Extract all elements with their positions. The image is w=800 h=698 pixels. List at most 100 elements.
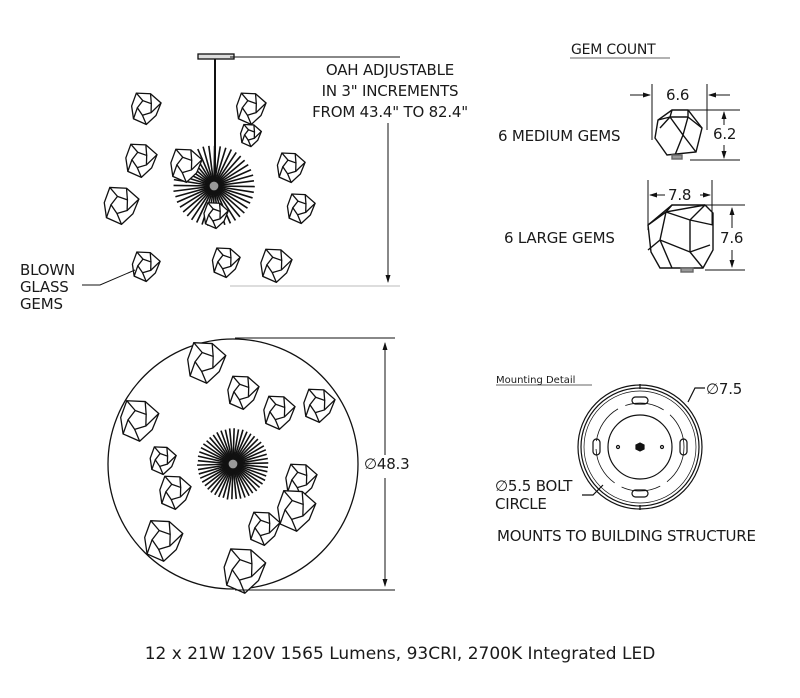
- gem-facet: [127, 409, 147, 431]
- gem-facet-edge: [253, 511, 262, 521]
- gem-facet-edge: [229, 248, 232, 258]
- gem-facet-edge: [232, 375, 241, 385]
- mounting-plate-drawing: [577, 384, 705, 510]
- gem-facet: [269, 403, 286, 421]
- gem-facet-edge: [301, 491, 304, 505]
- gem-outline: [263, 395, 296, 431]
- rod: [213, 185, 254, 194]
- gem-facet-edge: [181, 172, 187, 183]
- gem-facet-edge: [204, 214, 210, 225]
- oah-line-3: FROM 43.4" TO 82.4": [305, 102, 475, 123]
- gem-facet: [284, 499, 304, 521]
- medium-gem-width: 6.6: [666, 86, 690, 104]
- gem-facet-edge: [219, 210, 229, 220]
- glass-gem: [223, 548, 267, 594]
- rod: [173, 184, 215, 187]
- gem-facet-edge: [247, 376, 250, 388]
- gem-facet-edge: [212, 355, 227, 369]
- gem-facet-edge: [126, 198, 140, 211]
- gem-facet: [176, 156, 193, 174]
- gem-facet: [194, 351, 214, 373]
- rod: [213, 149, 233, 187]
- rod: [175, 185, 215, 198]
- gem-facet-edge: [305, 464, 308, 476]
- gem-facet-edge: [150, 102, 162, 114]
- glass-gem: [260, 248, 293, 284]
- gem-facet: [136, 99, 152, 116]
- rod: [179, 185, 215, 208]
- gem-facet-edge: [164, 475, 173, 485]
- gem-facet-edge: [145, 154, 158, 166]
- hub: [208, 180, 220, 192]
- rod: [213, 185, 255, 188]
- gem-facet-edge: [105, 204, 112, 218]
- rod: [232, 463, 254, 494]
- gem-facet-edge: [127, 159, 133, 172]
- gem-facet-edge: [305, 202, 316, 213]
- rod: [213, 185, 253, 199]
- gem-outline: [248, 511, 281, 547]
- gem-facet-edge: [145, 413, 160, 427]
- gem-facet-edge: [146, 539, 153, 555]
- gem-facet-edge: [109, 187, 118, 197]
- canopy: [197, 53, 235, 60]
- rod: [190, 185, 215, 221]
- gem-facet-edge: [136, 251, 144, 260]
- gem-facet: [254, 519, 271, 537]
- blown-glass-gems-label: BLOWN GLASS GEMS: [20, 262, 75, 313]
- glass-gem: [203, 202, 230, 230]
- glass-gem: [286, 193, 316, 225]
- gem-outline: [159, 475, 192, 511]
- gem-facet-edge: [238, 399, 244, 410]
- oah-dimension: [230, 56, 400, 287]
- rod: [173, 178, 215, 187]
- rod: [213, 164, 249, 187]
- gem-facet-edge: [133, 265, 139, 277]
- gem-facet: [291, 200, 307, 216]
- outer-diameter-circle: [107, 338, 359, 590]
- gem-facet-edge: [283, 396, 286, 408]
- mounting-note: MOUNTS TO BUILDING STRUCTURE: [497, 527, 756, 545]
- gem-facet-edge: [323, 399, 336, 411]
- gem-facet-edge: [201, 371, 208, 384]
- gem-facet-edge: [308, 388, 317, 398]
- gem-outline: [276, 152, 306, 184]
- rod: [195, 185, 215, 223]
- gem-facet-edge: [237, 107, 243, 119]
- gems-label-line: GLASS: [20, 278, 69, 296]
- gem-facet-edge: [250, 527, 256, 540]
- gem-facet-edge: [136, 167, 142, 178]
- gem-facet-edge: [149, 252, 152, 262]
- glass-gem: [263, 395, 296, 431]
- glass-gem: [144, 520, 184, 563]
- gem-facet-edge: [291, 519, 298, 532]
- gem-facet-edge: [280, 259, 293, 271]
- glass-gem: [285, 463, 318, 499]
- glass-gem: [131, 251, 161, 283]
- gem-outline: [149, 446, 177, 476]
- gem-facet-edge: [280, 249, 283, 261]
- gem-outline: [203, 202, 230, 230]
- mounting-outer-diameter: ∅7.5: [706, 380, 743, 398]
- gem-facet-edge: [262, 264, 268, 277]
- gem-outline: [235, 92, 267, 126]
- gem-facet-edge: [241, 134, 246, 143]
- rod: [213, 159, 246, 187]
- spec-line: 12 x 21W 120V 1565 Lumens, 93CRI, 2700K …: [144, 644, 656, 664]
- gem-facet-edge: [295, 161, 306, 172]
- rod: [213, 185, 248, 209]
- glass-gem: [239, 123, 263, 148]
- gem-outline: [170, 148, 203, 184]
- gem-facet-edge: [238, 579, 246, 594]
- gem-outline: [120, 400, 160, 443]
- gem-facet-edge: [286, 173, 292, 183]
- gem-facet-edge: [179, 486, 192, 498]
- rod: [197, 148, 215, 187]
- gem-facet-edge: [240, 92, 249, 102]
- gem-facet: [216, 254, 232, 270]
- gem-facet: [231, 558, 253, 581]
- gem-facet-edge: [144, 401, 147, 415]
- gem-facet: [291, 471, 308, 489]
- gem-facet-edge: [150, 520, 160, 531]
- rod: [213, 169, 252, 187]
